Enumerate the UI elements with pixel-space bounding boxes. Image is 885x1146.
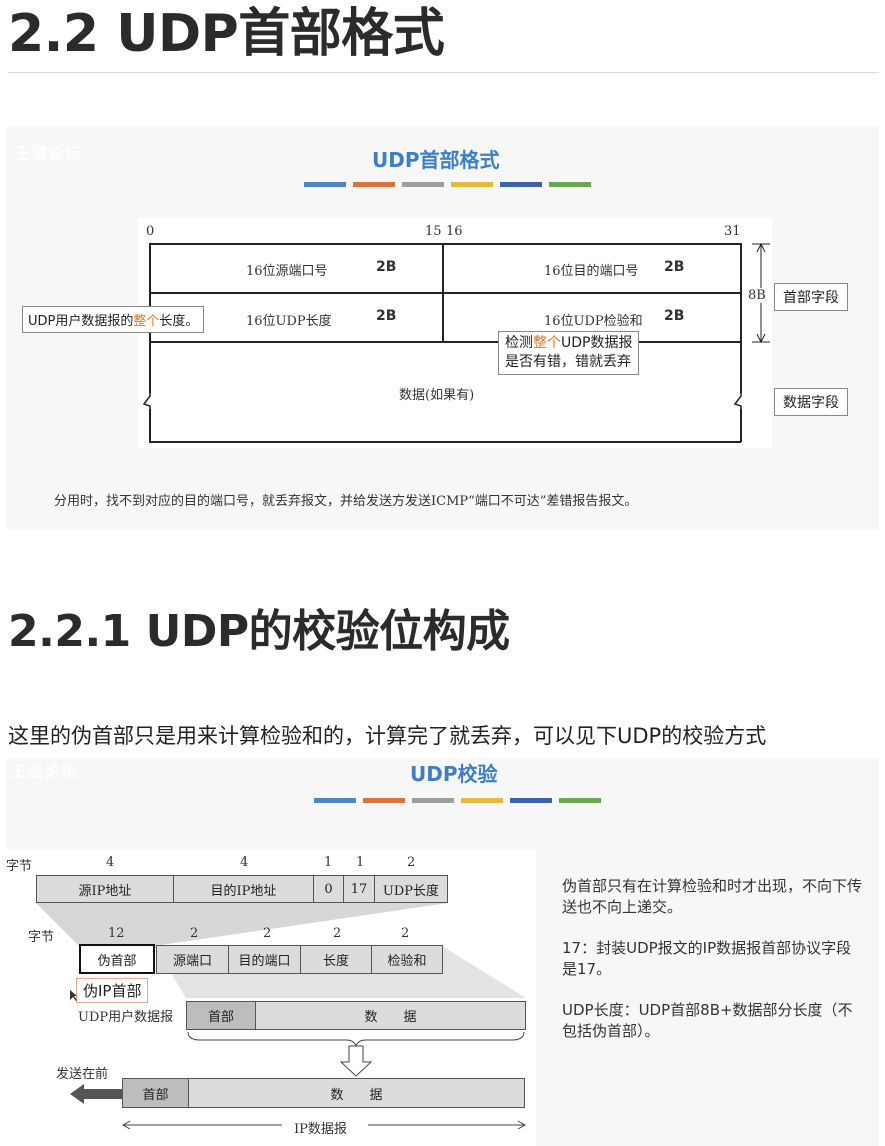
callout-line: 是否有错，错就丢弃: [505, 354, 631, 370]
pseudo-udp-length: UDP长度: [374, 875, 448, 903]
table-row-divider: [149, 292, 741, 294]
color-bar: [304, 182, 591, 187]
callout-text: 长度。: [159, 314, 199, 329]
field-dest-port: 16位目的端口号: [544, 264, 639, 279]
byte-count: 1: [324, 855, 333, 870]
slide-udp-header-format: 王道论坛 UDP首部格式 0 15 16 31 16位源端口号 2B 16位目的…: [6, 126, 879, 530]
field-data: 数据(如果有): [399, 388, 475, 403]
label-header-field: 首部字段: [774, 283, 848, 311]
byte-count: 12: [108, 926, 125, 941]
color-bar-segment: [510, 798, 552, 803]
bit-label-15: 15: [425, 224, 442, 239]
break-mark-right: [733, 388, 742, 414]
mouse-cursor-icon: [70, 990, 77, 1001]
color-bar-segment: [304, 182, 346, 187]
table-left-border: [149, 409, 151, 442]
callout-highlight: 整个: [133, 314, 160, 329]
slide-footnote: 分用时，找不到对应的目的端口号，就丢弃报文，并给发送方发送ICMP“端口不可达”…: [54, 494, 638, 509]
udp-datagram-label: UDP用户数据报: [78, 1010, 174, 1025]
slide-udp-checksum: 王道论坛 UDP校验 字节 4 4 1 1 2 源IP地址 目的IP地址 0 1…: [6, 758, 879, 1146]
field-source-port: 16位源端口号: [246, 264, 328, 279]
color-bar-segment: [461, 798, 503, 803]
color-bar-segment: [559, 798, 601, 803]
byte-count: 1: [356, 855, 365, 870]
table-top-border: [149, 243, 741, 245]
label-data-field: 数据字段: [774, 388, 848, 416]
color-bar-segment: [353, 182, 395, 187]
bit-label-16: 16: [446, 224, 463, 239]
ip-datagram-label: IP数据报: [294, 1122, 347, 1137]
byte-count: 2: [407, 855, 416, 870]
callout-checksum: 检测整个UDP数据报 是否有错，错就丢弃: [498, 331, 640, 375]
note-protocol-17: 17：封装UDP报文的IP数据报首部协议字段是17。: [562, 939, 852, 978]
udp-checksum: 检验和: [371, 945, 443, 974]
byte-count: 2: [401, 926, 410, 941]
udp-data-block: 数 据: [255, 1001, 526, 1030]
send-direction-arrow: [70, 1084, 126, 1104]
note-udp-length: UDP长度：UDP首部8B+数据部分长度（不包括伪首部）。: [562, 1001, 853, 1040]
section-heading-udp-header: 2.2 UDP首部格式: [8, 4, 445, 64]
udp-length: 长度: [300, 945, 372, 974]
pseudo-zero: 0: [313, 875, 344, 903]
table-right-border: [740, 243, 742, 393]
pseudo-protocol: 17: [343, 875, 375, 903]
color-bar-segment: [363, 798, 405, 803]
byte-count: 2: [333, 926, 342, 941]
callout-text: UDP数据报: [561, 335, 633, 351]
callout-line: 检测整个UDP数据报: [505, 334, 632, 353]
field-size: 2B: [664, 259, 685, 275]
udp-source-port: 源端口: [156, 945, 229, 974]
bit-label-0: 0: [146, 224, 155, 239]
udp-pseudo-header: 伪首部: [79, 944, 155, 974]
ip-header-block: 首部: [122, 1078, 189, 1108]
intro-paragraph: 这里的伪首部只是用来计算检验和的，计算完了就丢弃，可以见下UDP的校验方式: [8, 724, 767, 748]
pseudo-dst-ip: 目的IP地址: [173, 875, 314, 903]
note-pseudo-header: 伪首部只有在计算检验和时才出现，不向下传送也不向上递交。: [562, 877, 863, 916]
byte-count: 2: [263, 926, 272, 941]
slide-title: UDP首部格式: [372, 148, 500, 172]
pseudo-src-ip: 源IP地址: [36, 875, 174, 903]
header-size-label: 8B: [748, 288, 766, 303]
byte-count: 4: [240, 855, 249, 870]
bytes-label: 字节: [28, 930, 55, 945]
table-row-divider: [149, 341, 741, 343]
ip-datagram-span: [122, 1120, 526, 1130]
color-bar-segment: [500, 182, 542, 187]
byte-count: 4: [106, 855, 115, 870]
diagram-panel: [138, 218, 772, 448]
watermark: 王道论坛: [10, 762, 79, 781]
bytes-label: 字节: [6, 859, 33, 874]
ip-data-block: 数 据: [188, 1078, 525, 1108]
color-bar-segment: [451, 182, 493, 187]
color-bar: [314, 798, 601, 803]
byte-count: 2: [190, 926, 199, 941]
color-bar-segment: [412, 798, 454, 803]
table-bottom-border: [149, 441, 741, 443]
table-mid-divider: [442, 243, 444, 342]
callout-pseudo-ip-header: 伪IP首部: [76, 978, 149, 1003]
udp-dest-port: 目的端口: [228, 945, 301, 974]
callout-text: 检测: [505, 335, 533, 351]
watermark: 王道论坛: [14, 144, 83, 163]
color-bar-segment: [314, 798, 356, 803]
break-mark-left: [142, 388, 151, 414]
field-size: 2B: [664, 308, 685, 324]
callout-highlight: 整个: [533, 335, 561, 351]
field-size: 2B: [376, 259, 397, 275]
udp-header-block: 首部: [186, 1001, 256, 1030]
callout-text: UDP用户数据报的: [28, 314, 134, 329]
heading-divider: [8, 72, 879, 73]
field-size: 2B: [376, 308, 397, 324]
slide-title: UDP校验: [410, 762, 498, 786]
field-udp-checksum: 16位UDP检验和: [544, 314, 643, 329]
section-heading-udp-checksum: 2.2.1 UDP的校验位构成: [8, 606, 510, 657]
bit-label-31: 31: [724, 224, 741, 239]
table-right-border: [740, 409, 742, 442]
field-udp-length: 16位UDP长度: [246, 314, 332, 329]
encapsulation-arrow: [187, 1031, 525, 1077]
color-bar-segment: [402, 182, 444, 187]
send-first-label: 发送在前: [56, 1067, 109, 1082]
callout-udp-length: UDP用户数据报的整个长度。: [22, 306, 205, 333]
color-bar-segment: [549, 182, 591, 187]
